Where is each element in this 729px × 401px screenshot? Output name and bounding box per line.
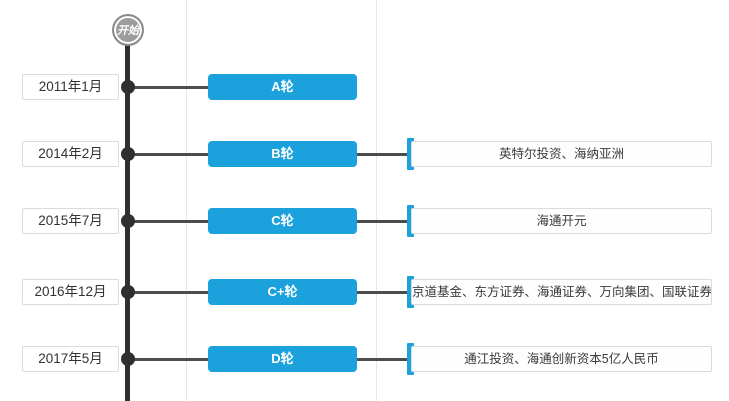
connector-line xyxy=(357,152,408,156)
timeline-row: 2017年5月 D轮 通江投资、海通创新资本5亿人民币 xyxy=(0,343,729,375)
date-label: 2011年1月 xyxy=(22,74,119,100)
round-badge: D轮 xyxy=(208,346,357,372)
connector-line xyxy=(357,357,408,361)
timeline-node-dot xyxy=(121,214,135,228)
date-label: 2016年12月 xyxy=(22,279,119,305)
timeline-node-dot xyxy=(121,80,135,94)
investor-accent-bar xyxy=(407,343,414,375)
connector-line xyxy=(130,152,208,156)
timeline-row: 2016年12月 C+轮 京道基金、东方证券、海通证券、万向集团、国联证券 xyxy=(0,276,729,308)
date-label: 2015年7月 xyxy=(22,208,119,234)
round-badge: A轮 xyxy=(208,74,357,100)
round-badge: C+轮 xyxy=(208,279,357,305)
investor-accent-bar xyxy=(407,205,414,237)
round-badge: C轮 xyxy=(208,208,357,234)
investor-label: 京道基金、东方证券、海通证券、万向集团、国联证券 xyxy=(411,279,712,305)
timeline-row: 2011年1月 A轮 xyxy=(0,74,729,100)
timeline-row: 2015年7月 C轮 海通开元 xyxy=(0,205,729,237)
investor-label: 通江投资、海通创新资本5亿人民币 xyxy=(411,346,712,372)
timeline-row: 2014年2月 B轮 英特尔投资、海纳亚洲 xyxy=(0,138,729,170)
start-node-icon: 开始 xyxy=(112,14,144,46)
connector-line xyxy=(357,290,408,294)
start-node-label: 开始 xyxy=(117,25,139,37)
connector-line xyxy=(130,85,208,89)
column-divider-left xyxy=(186,0,187,401)
investor-accent-bar xyxy=(407,138,414,170)
investor-label: 英特尔投资、海纳亚洲 xyxy=(411,141,712,167)
connector-line xyxy=(130,357,208,361)
investor-accent-bar xyxy=(407,276,414,308)
investor-label: 海通开元 xyxy=(411,208,712,234)
date-label: 2014年2月 xyxy=(22,141,119,167)
timeline-node-dot xyxy=(121,147,135,161)
timeline-node-dot xyxy=(121,285,135,299)
connector-line xyxy=(357,219,408,223)
connector-line xyxy=(130,219,208,223)
timeline-node-dot xyxy=(121,352,135,366)
column-divider-right xyxy=(376,0,377,401)
round-badge: B轮 xyxy=(208,141,357,167)
date-label: 2017年5月 xyxy=(22,346,119,372)
connector-line xyxy=(130,290,208,294)
